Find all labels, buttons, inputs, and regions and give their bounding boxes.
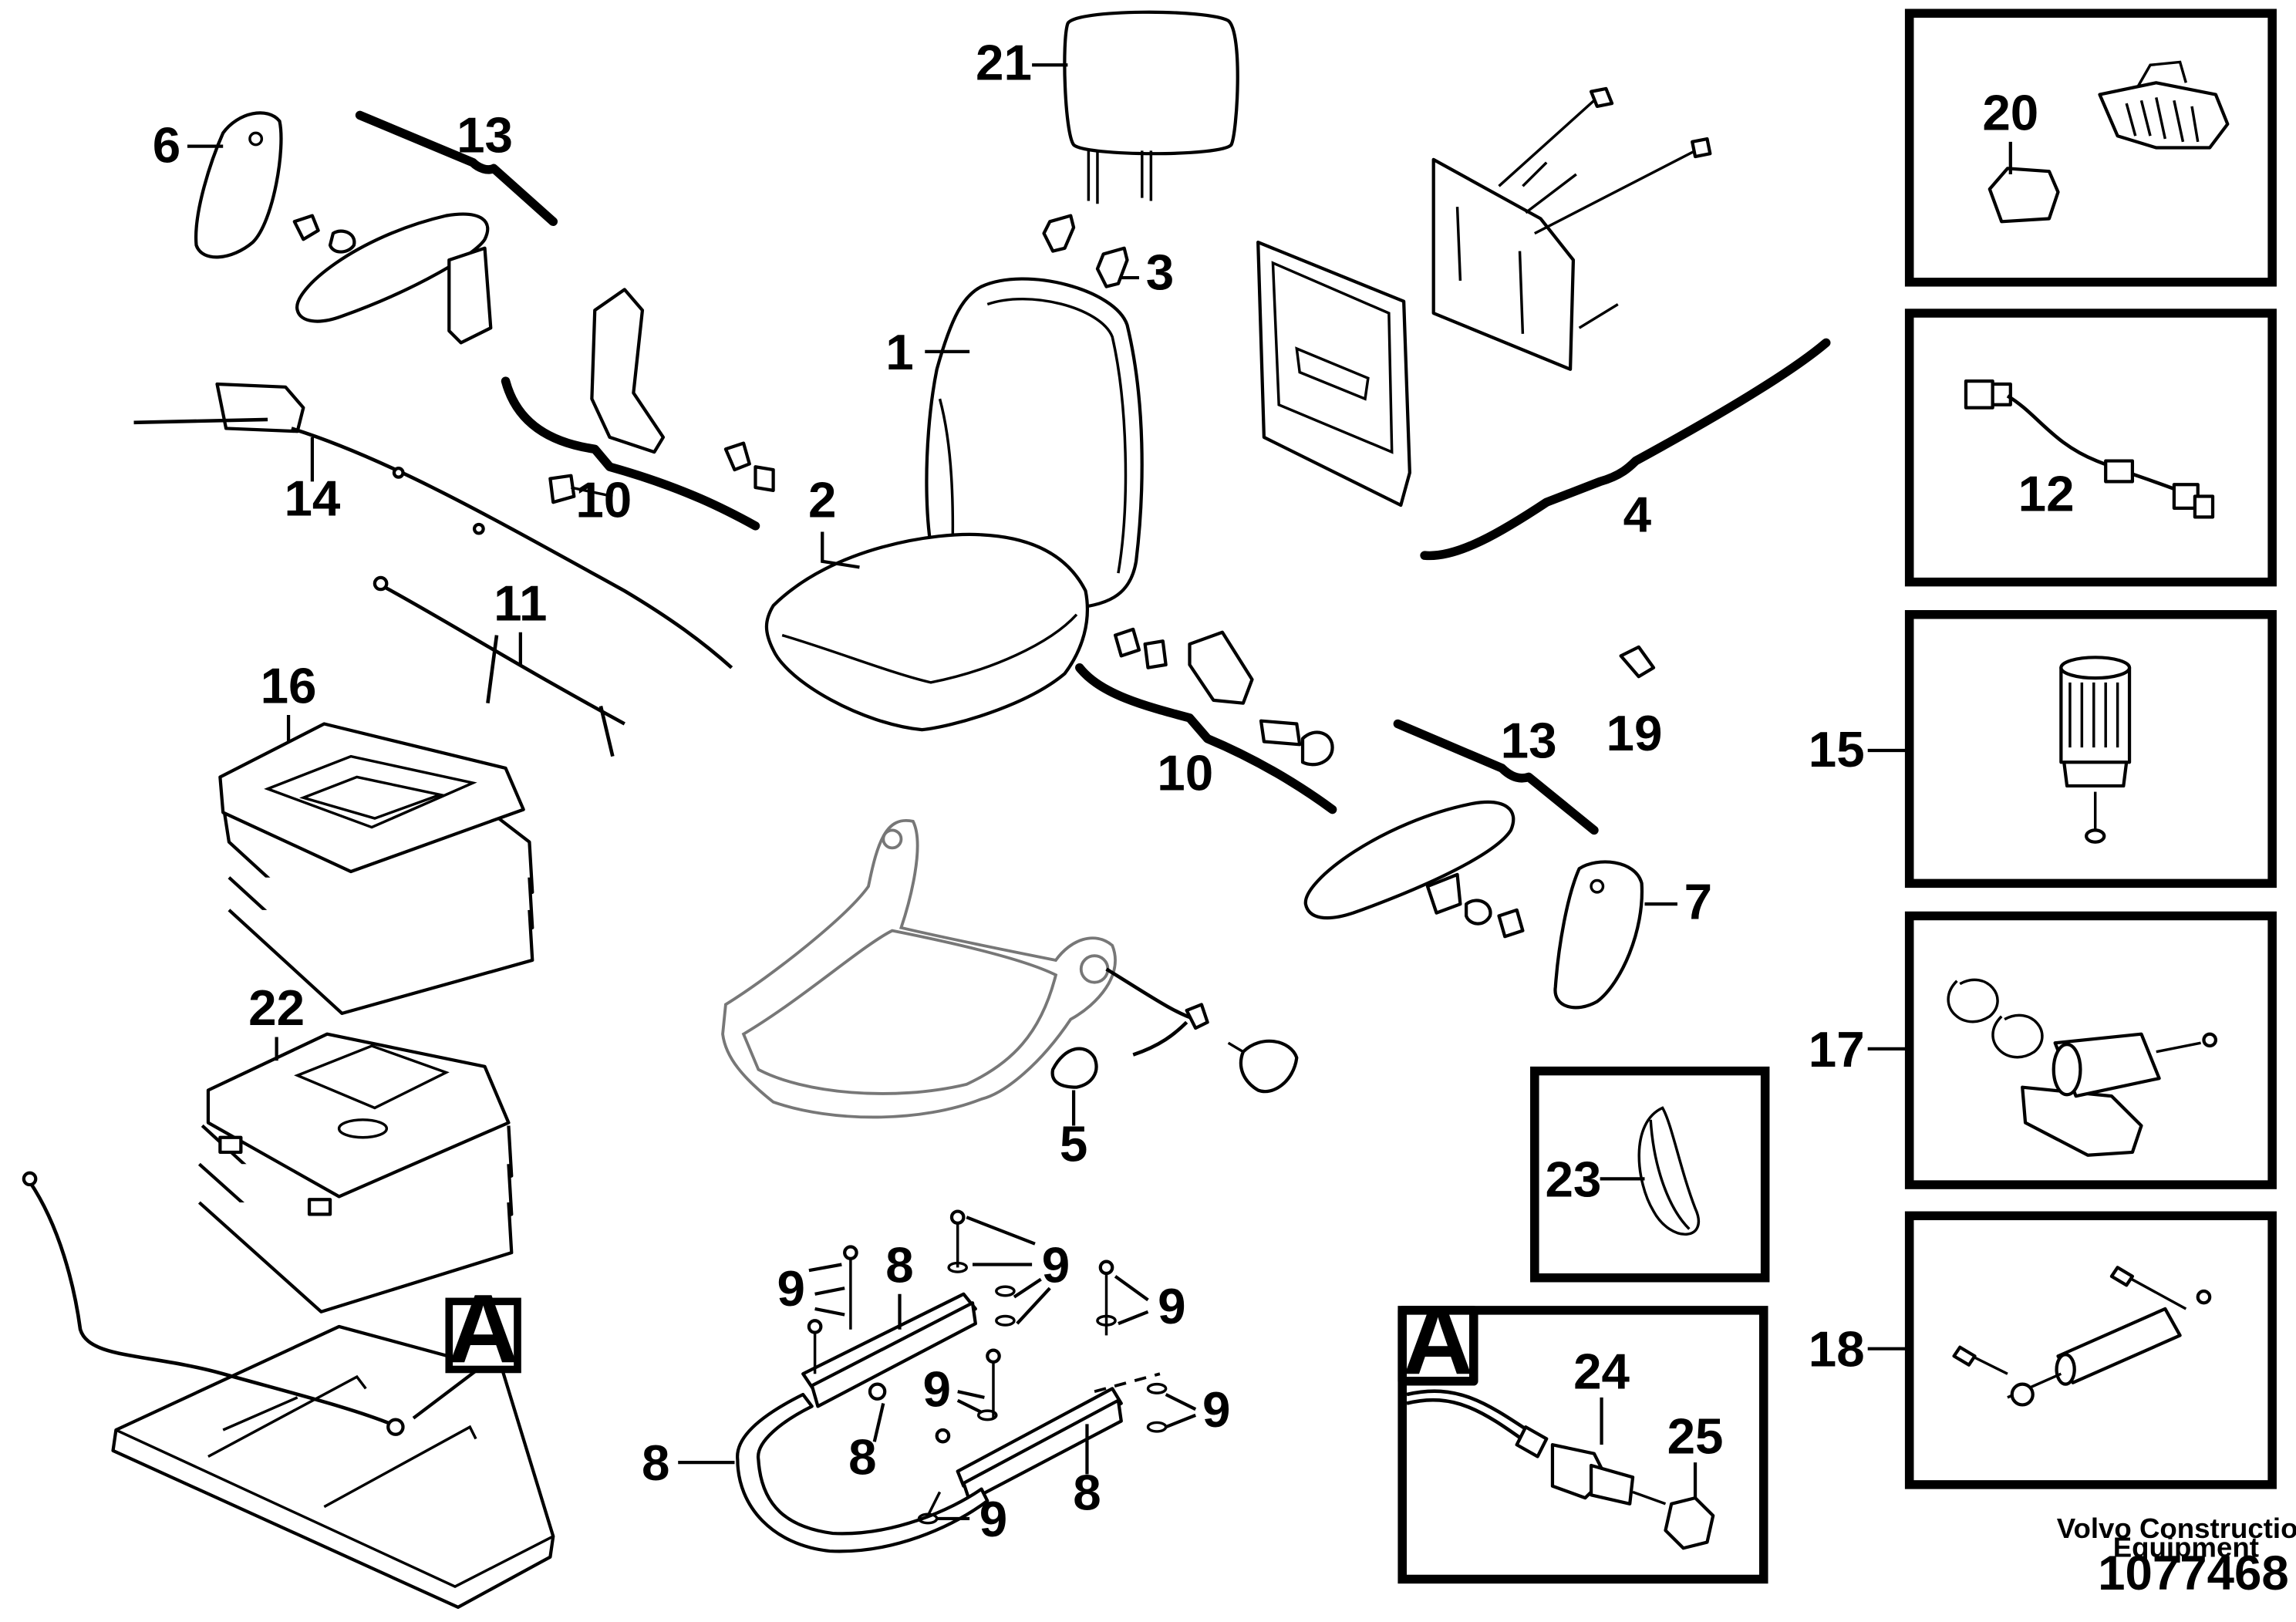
- cover-6: [194, 111, 283, 259]
- label-7: 7: [1684, 874, 1712, 930]
- seat-base-frame: [721, 818, 1299, 1119]
- temperature-sensor-24: [1406, 1389, 1667, 1506]
- detail-a-letter: A: [1403, 1286, 1474, 1395]
- label-9-e: 9: [1202, 1381, 1230, 1438]
- armrest-13-left: [292, 212, 493, 345]
- detail-frame-17: 17: [1809, 911, 2277, 1189]
- label-13-left: 13: [457, 106, 513, 163]
- suspension-22: [197, 1032, 514, 1313]
- gas-spring-18: [1952, 1266, 2212, 1407]
- detail-a-marker: A: [412, 1273, 521, 1420]
- label-9-a: 9: [777, 1260, 805, 1317]
- bushings-3: [1042, 214, 1129, 288]
- detail-frame-18: 18: [1809, 1211, 2277, 1489]
- label-18: 18: [1809, 1321, 1865, 1378]
- label-17: 17: [1809, 1021, 1865, 1077]
- label-22: 22: [248, 980, 305, 1036]
- switch-knob-20: [1988, 60, 2230, 224]
- label-8-c: 8: [848, 1429, 876, 1485]
- actuator-17: [1947, 978, 2218, 1157]
- label-1: 1: [885, 324, 913, 380]
- label-15: 15: [1809, 721, 1865, 777]
- label-9-d: 9: [922, 1361, 950, 1418]
- label-6: 6: [153, 117, 180, 174]
- label-25: 25: [1667, 1408, 1724, 1465]
- label-9-f: 9: [979, 1491, 1007, 1547]
- storage-panel-4: [1256, 86, 1712, 508]
- headrest-21: [1063, 10, 1239, 204]
- sensor-15: [2059, 656, 2132, 844]
- detail-frame-15: 15: [1809, 610, 2277, 889]
- label-4: 4: [1623, 487, 1651, 543]
- suspension-16: [218, 722, 534, 1016]
- footer-company-line1: Volvo Construction: [2057, 1512, 2296, 1544]
- knob-19: [1619, 645, 1656, 679]
- slide-rails-8: [736, 1209, 1168, 1553]
- cover-7: [1553, 860, 1644, 1010]
- cable-tie-23: [1637, 1106, 1701, 1236]
- footer-company-line2: Equipment: [2113, 1532, 2259, 1563]
- label-10-left: 10: [575, 472, 632, 528]
- detail-frame-a: A 24 25: [1397, 1286, 1768, 1584]
- seat-cushion-2: [764, 532, 1089, 732]
- seat-belt-10-left: [548, 288, 775, 504]
- label-8-b: 8: [642, 1435, 669, 1491]
- label-24: 24: [1573, 1344, 1630, 1400]
- label-13-right: 13: [1501, 713, 1557, 769]
- lever-5: [1050, 1047, 1098, 1089]
- label-10-right: 10: [1157, 745, 1213, 801]
- footer-drawing-number: 1077468: [2098, 1546, 2289, 1600]
- detail-frame-12: 12: [1904, 309, 2277, 587]
- detail-frame-20: 20: [1904, 8, 2277, 287]
- detail-frame-23: 23: [1530, 1066, 1770, 1283]
- label-12: 12: [2018, 466, 2075, 522]
- label-16: 16: [261, 658, 317, 714]
- wire-harness-12: [1964, 379, 2215, 519]
- label-19: 19: [1607, 705, 1663, 761]
- label-20: 20: [1982, 85, 2038, 141]
- cable-14: [133, 382, 733, 669]
- label-2: 2: [808, 472, 836, 528]
- label-21: 21: [976, 35, 1032, 91]
- label-11: 11: [494, 575, 547, 632]
- label-9-b: 9: [1042, 1237, 1070, 1293]
- cable-11: [373, 575, 625, 757]
- detail-a-marker-letter: A: [448, 1273, 519, 1383]
- armrest-13-right: [1303, 800, 1525, 939]
- label-8-a: 8: [885, 1237, 913, 1293]
- label-9-c: 9: [1158, 1278, 1185, 1334]
- label-23: 23: [1545, 1152, 1601, 1208]
- seat-belt-10-right: [1113, 627, 1334, 767]
- label-3: 3: [1146, 244, 1174, 301]
